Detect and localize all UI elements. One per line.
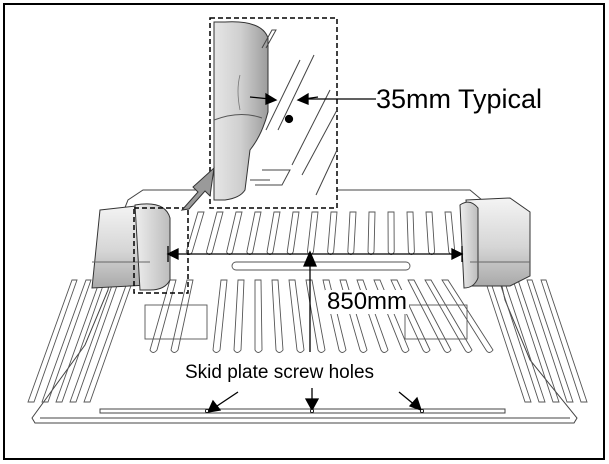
spacing-label: 35mm Typical	[376, 84, 543, 114]
slot	[339, 279, 368, 353]
slot	[170, 279, 194, 353]
left-pad	[91, 203, 171, 291]
slot	[233, 279, 245, 353]
callout-arrow-icon	[180, 166, 215, 211]
slot	[540, 279, 588, 403]
slot	[407, 279, 452, 353]
pad-highlight-box	[133, 207, 189, 294]
slot	[526, 279, 574, 403]
slot	[356, 279, 389, 353]
slot	[424, 279, 473, 353]
screw-holes-label: Skid plate screw holes	[183, 362, 377, 383]
screw-hole-pointers	[204, 388, 424, 413]
slot	[149, 279, 177, 353]
slot	[305, 279, 326, 353]
centre-rail	[144, 261, 468, 340]
slot	[322, 279, 347, 353]
slot	[288, 279, 305, 353]
spacing-dimension	[249, 92, 376, 124]
slot	[27, 279, 78, 403]
width-dimension	[166, 246, 464, 352]
slot	[212, 279, 228, 353]
slot	[373, 279, 410, 353]
width-label: 850mm	[325, 288, 410, 315]
slot	[390, 279, 431, 353]
slot	[441, 279, 494, 353]
zoom-inset	[209, 17, 376, 209]
right-pad	[459, 197, 531, 289]
slot	[271, 279, 284, 353]
slot	[41, 279, 92, 403]
slot	[254, 279, 263, 353]
